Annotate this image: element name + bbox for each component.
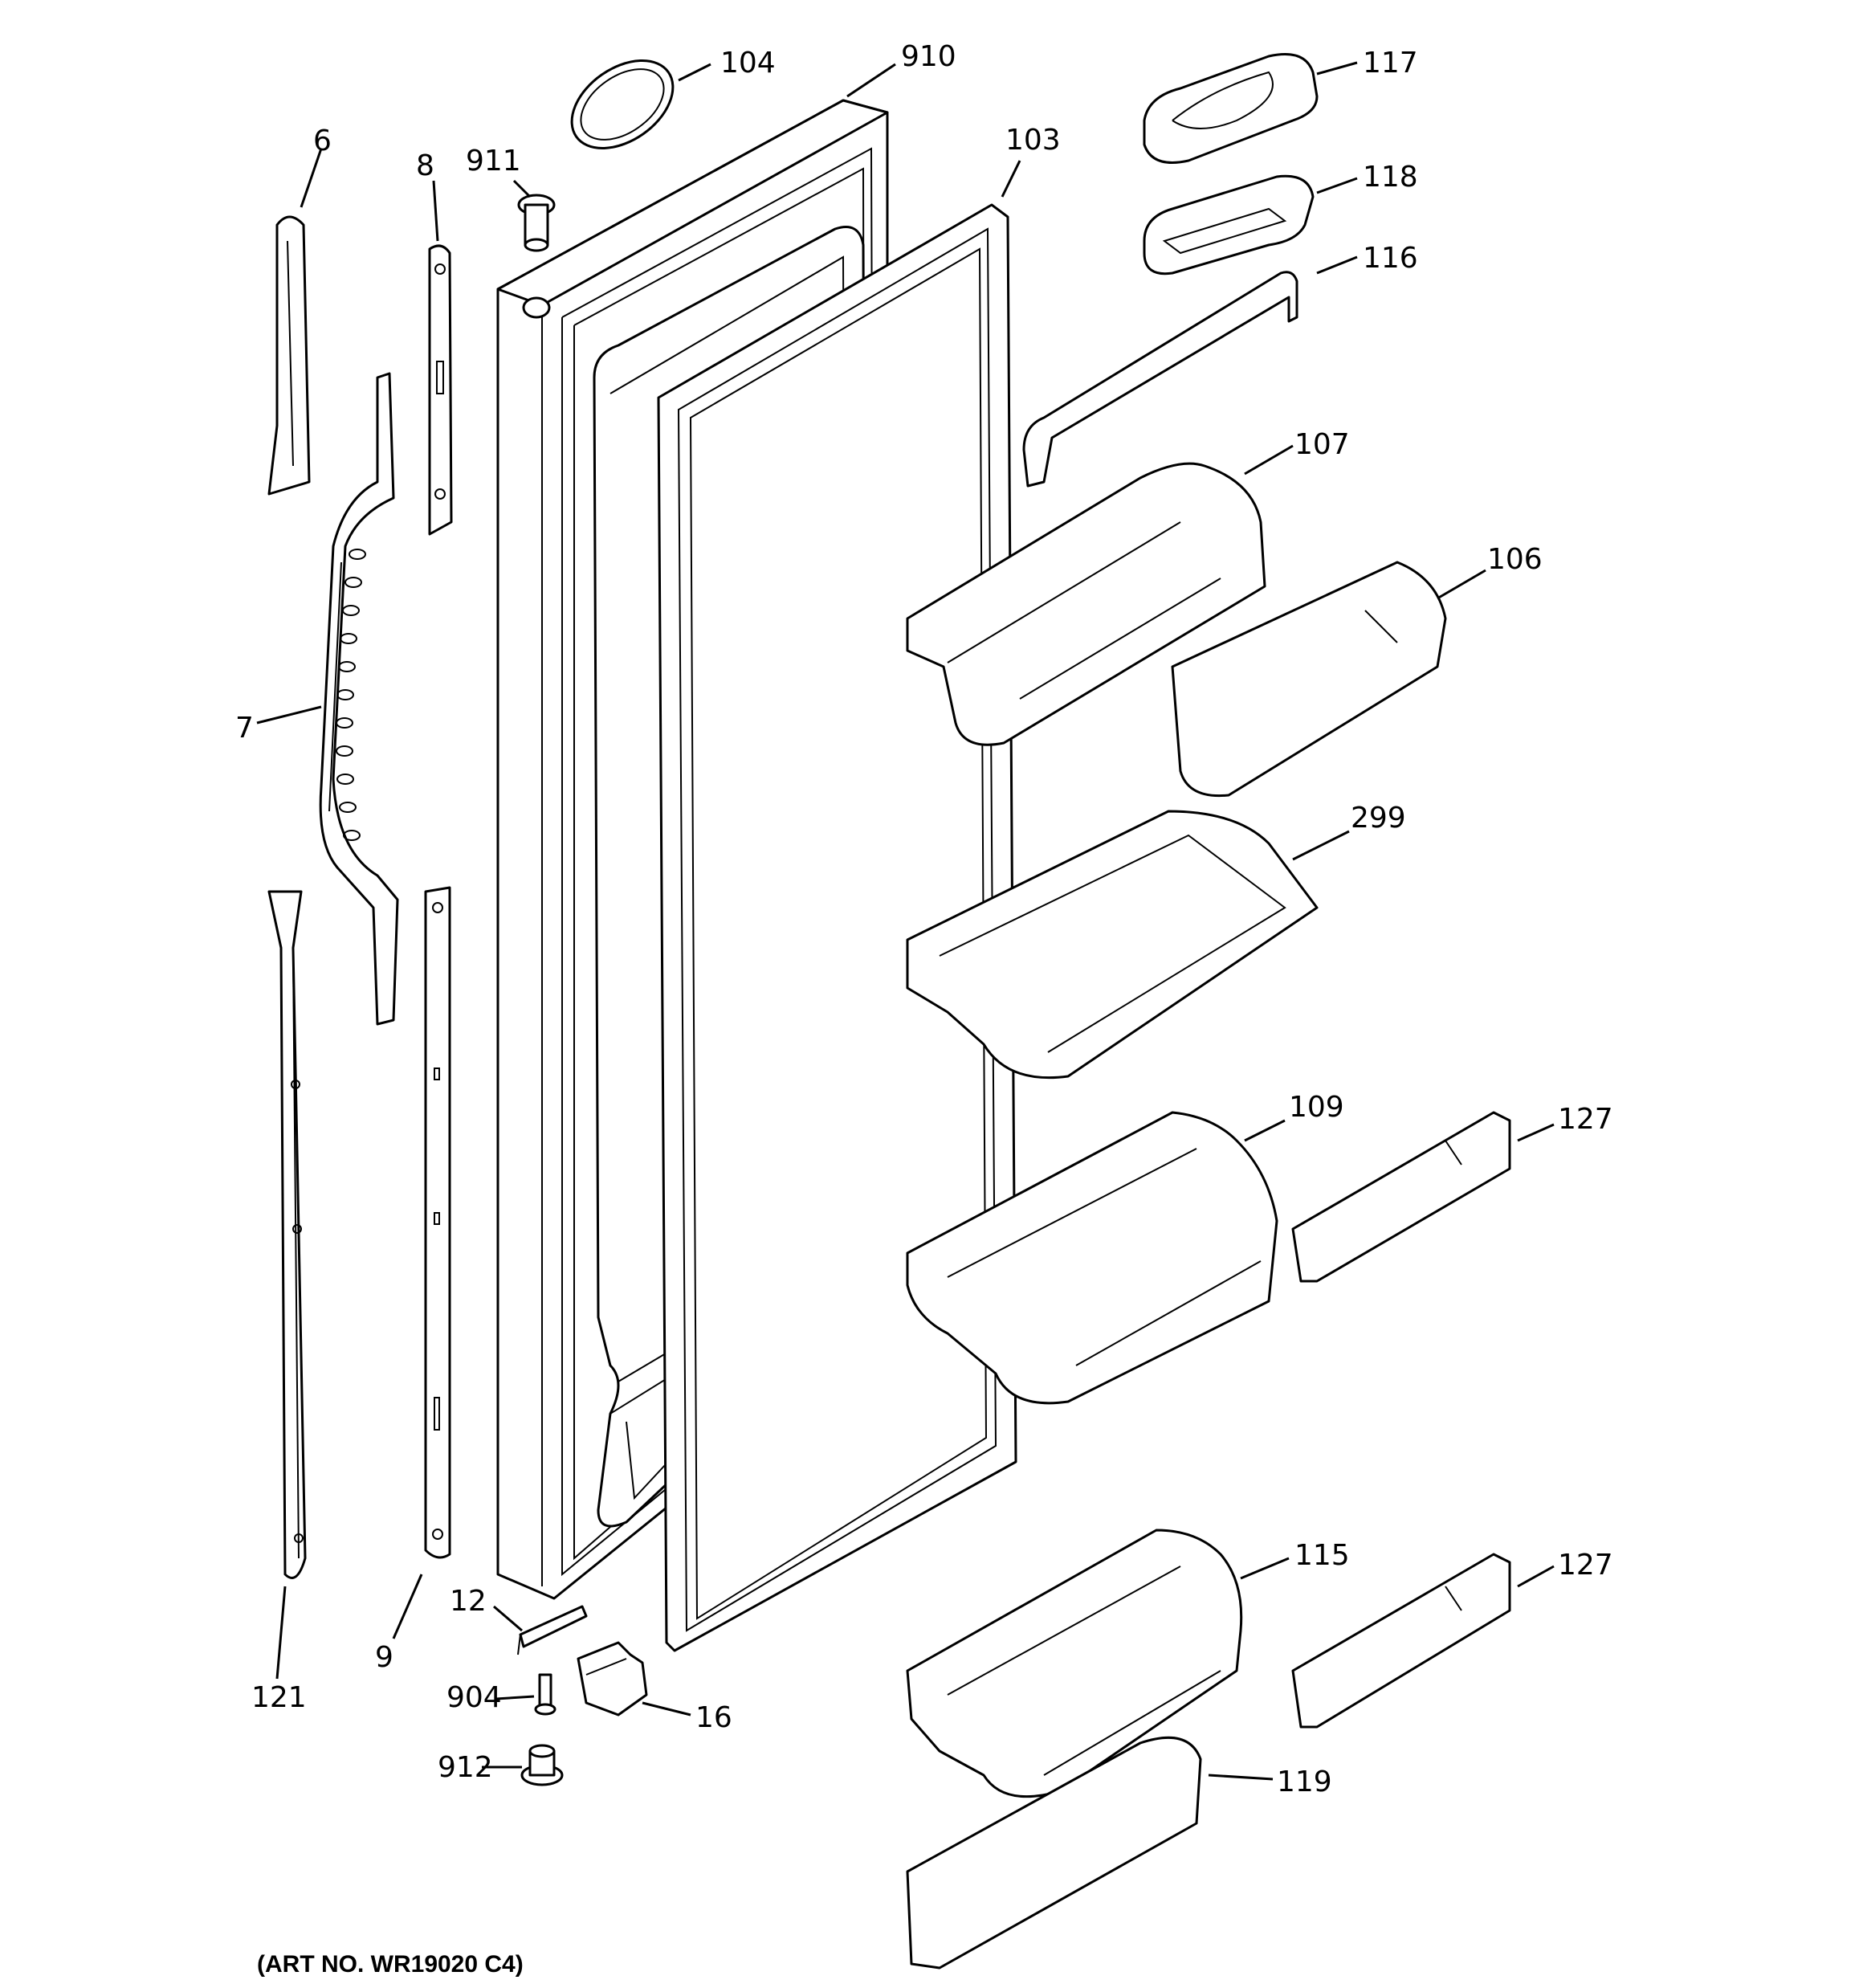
callout-115: 115: [1294, 1539, 1350, 1572]
bushing: [517, 194, 556, 252]
callout-12: 12: [450, 1585, 487, 1618]
door-bin-large: [906, 1111, 1278, 1405]
hinge-cover-plate: [517, 1605, 588, 1655]
callout-6: 6: [313, 125, 332, 157]
callout-7: 7: [235, 712, 254, 745]
handle-strip-lower: [424, 886, 451, 1559]
callout-121: 121: [251, 1681, 307, 1714]
callout-119: 119: [1277, 1766, 1332, 1798]
callout-127-lower: 127: [1558, 1549, 1613, 1582]
bin-front-lower: [1291, 1553, 1511, 1729]
door-bin-narrow: [1171, 561, 1447, 798]
callout-904: 904: [446, 1681, 502, 1714]
handle-trim-upper: [267, 215, 311, 496]
hinge-bushing: [520, 1744, 564, 1786]
handle-trim-lower: [267, 890, 307, 1579]
callout-103: 103: [1005, 124, 1061, 157]
handle-strip-upper: [428, 244, 453, 536]
callout-109: 109: [1289, 1091, 1344, 1124]
dairy-compartment-cover: [1143, 53, 1319, 164]
callout-107: 107: [1294, 428, 1350, 461]
callout-118: 118: [1363, 161, 1418, 194]
door-hinge: [577, 1641, 648, 1717]
dairy-compartment-bin: [1143, 174, 1315, 276]
callout-299: 299: [1351, 802, 1406, 835]
art-number: (ART NO. WR19020 C4): [257, 1951, 524, 1978]
callout-127-upper: 127: [1558, 1103, 1613, 1136]
dairy-rail: [1022, 271, 1298, 488]
gasket-ring: [570, 59, 675, 150]
door-bin-small: [906, 462, 1266, 746]
callout-labels: 104 910 117 118 116 103 911 6 8 107 106 …: [235, 40, 1613, 1798]
door-bin-bottom: [906, 1529, 1243, 1798]
callout-106: 106: [1487, 543, 1543, 576]
screw: [534, 1673, 556, 1716]
callout-117: 117: [1363, 47, 1418, 80]
bin-front-upper: [1291, 1111, 1511, 1283]
door-shelf-frame: [906, 810, 1319, 1080]
door-handle: [319, 372, 399, 1026]
leader-lines: [256, 61, 1555, 1781]
callout-8: 8: [416, 149, 434, 182]
callout-116: 116: [1363, 242, 1418, 275]
callout-911: 911: [466, 145, 521, 178]
callout-104: 104: [720, 47, 776, 80]
callout-910: 910: [901, 40, 956, 73]
callout-16: 16: [695, 1701, 732, 1734]
callout-9: 9: [375, 1641, 393, 1674]
callout-912: 912: [438, 1751, 493, 1784]
bin-front-bottom: [906, 1736, 1202, 1970]
